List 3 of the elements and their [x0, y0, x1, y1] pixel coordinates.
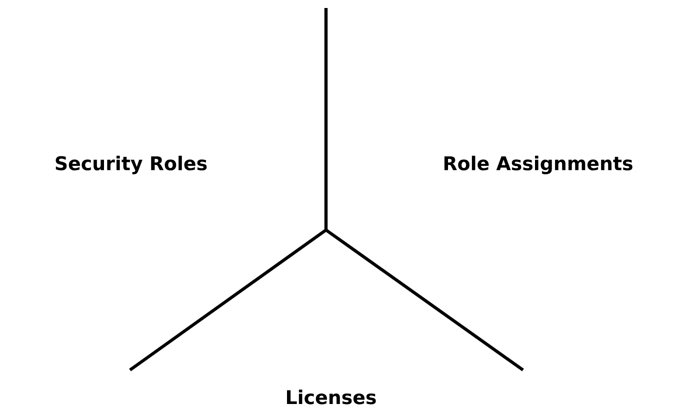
section-label: Security Roles	[56, 156, 207, 174]
section-label: Role Assignments	[444, 156, 632, 174]
section-label: Licenses	[287, 390, 376, 404]
